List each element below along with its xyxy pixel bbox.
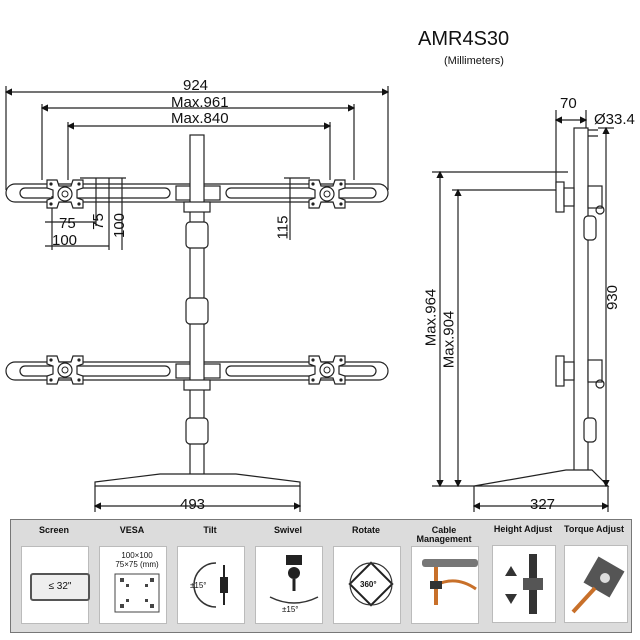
feature-tilt: Tilt ±15° — [173, 524, 247, 624]
dim-max-904: Max.904 — [440, 310, 458, 369]
feature-label: Height Adjust — [493, 524, 553, 534]
dim-base-327: 327 — [530, 496, 556, 513]
dim-pole-diameter: Ø33.4 — [594, 111, 635, 128]
dim-max-961: Max.961 — [171, 94, 229, 111]
feature-swivel: Swivel ±15° — [251, 524, 325, 624]
units-label: (Millimeters) — [444, 55, 504, 67]
feature-height-adjust: Height Adjust — [488, 523, 558, 623]
feature-label: Swivel — [273, 525, 302, 535]
feature-label: Tilt — [203, 525, 217, 535]
dim-vesa-100-h: 100 — [52, 232, 78, 249]
feature-strip-overlay: Height Adjust Torque Adjust — [10, 519, 630, 631]
feature-screen: Screen ≤ 32" — [17, 524, 91, 624]
monitor-icon: ≤ 32" — [21, 546, 90, 624]
dim-vesa-75-h: 75 — [59, 215, 76, 232]
swivel-angle: ±15° — [282, 605, 299, 614]
vesa-holes-icon — [114, 573, 160, 613]
torque-adjust-icon — [564, 545, 628, 623]
dim-max-840: Max.840 — [171, 110, 229, 127]
tilt-icon: ±15° — [177, 546, 245, 624]
screen-size-badge: ≤ 32" — [30, 573, 90, 601]
dim-offset-115: 115 — [274, 215, 292, 240]
feature-label: Torque Adjust — [564, 524, 624, 534]
vesa-75: 75×75 (mm) — [115, 560, 159, 569]
technical-drawing — [4, 86, 614, 512]
torque-key-icon — [571, 556, 625, 614]
height-adjust-icon — [492, 545, 556, 623]
feature-vesa: VESA 100×100 75×75 (mm) — [95, 524, 169, 624]
front-view — [4, 86, 390, 512]
tilt-angle: ±15° — [190, 581, 207, 590]
feature-cable-management: Cable Management — [407, 524, 481, 624]
dim-vesa-75-v: 75 — [89, 213, 107, 230]
dim-max-964: Max.964 — [422, 288, 440, 347]
dim-width-924: 924 — [183, 77, 209, 94]
dim-vesa-100-v: 100 — [111, 212, 129, 239]
feature-torque-adjust: Torque Adjust — [560, 523, 628, 623]
feature-label: Cable Management — [416, 525, 472, 545]
height-arrows-icon — [505, 554, 543, 614]
model-title: AMR4S30 — [418, 28, 510, 50]
vesa-100: 100×100 — [121, 551, 153, 560]
tilt-arrows-icon — [193, 562, 228, 608]
dim-base-493: 493 — [180, 496, 206, 513]
rotate-icon: 360° — [333, 546, 401, 624]
swivel-head-icon — [269, 555, 319, 604]
cable-illustration-icon — [422, 559, 478, 605]
feature-label: Rotate — [351, 525, 380, 535]
dim-height-930: 930 — [604, 284, 622, 311]
feature-rotate: Rotate 360° — [329, 524, 403, 624]
side-view — [432, 110, 614, 512]
rotate-circle-icon — [348, 561, 394, 607]
dim-depth-70: 70 — [560, 95, 577, 112]
feature-label: VESA — [119, 525, 145, 535]
cable-clip-icon — [411, 546, 479, 624]
rotate-angle: 360° — [360, 580, 377, 589]
vesa-pattern-icon: 100×100 75×75 (mm) — [99, 546, 167, 624]
swivel-icon: ±15° — [255, 546, 323, 624]
feature-label: Screen — [38, 525, 70, 535]
